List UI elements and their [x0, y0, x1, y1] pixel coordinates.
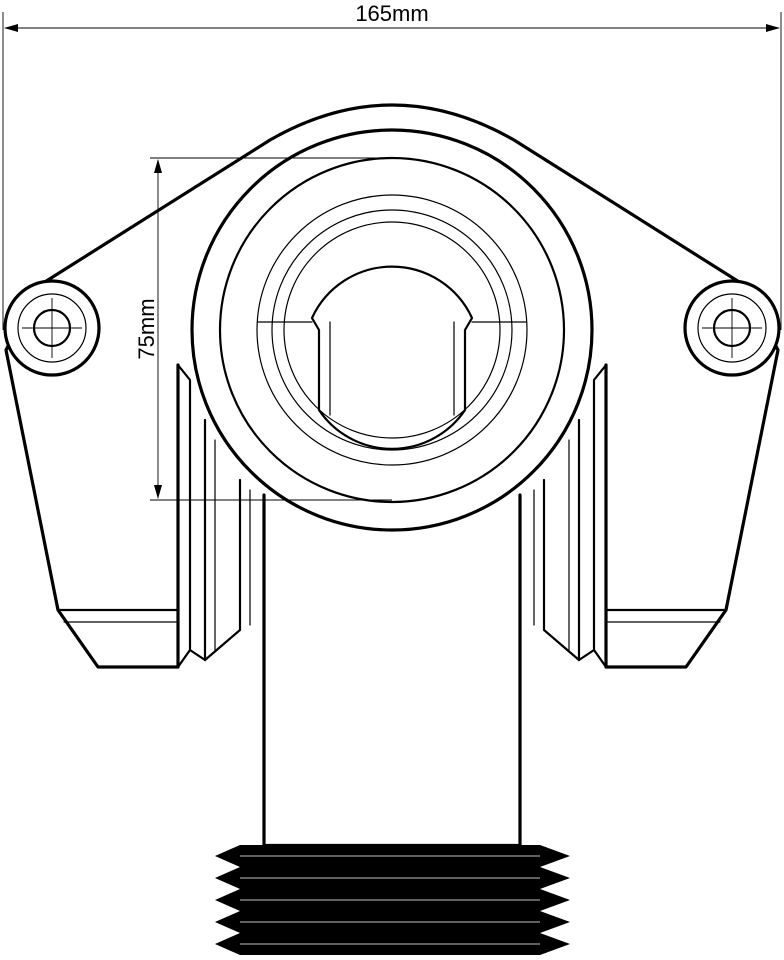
boss-ring-4	[271, 209, 513, 451]
width-dimension-label: 165mm	[355, 1, 428, 26]
pipe-walls	[262, 493, 522, 847]
width-arrow-left	[4, 24, 18, 32]
width-dimension: 165mm	[2, 1, 782, 330]
rib-right-outer	[592, 363, 608, 669]
boss-outer	[190, 128, 594, 532]
rib-right-foot	[577, 648, 596, 662]
height-arrow-bottom	[154, 485, 162, 499]
lug-ring-right	[697, 293, 767, 363]
height-arrow-top	[154, 159, 162, 173]
width-arrow-right	[766, 24, 780, 32]
rib-left-outer	[176, 363, 192, 669]
inner-port	[310, 265, 474, 450]
stem-pipe	[176, 363, 608, 847]
height-dimension-label: 75mm	[134, 298, 159, 359]
rib-left-foot	[188, 648, 207, 662]
screw-lug-left	[3, 279, 101, 377]
height-dimension: 75mm	[134, 157, 392, 501]
threaded-tail	[215, 845, 570, 955]
rib-left-3	[203, 478, 242, 662]
thread-highlights	[240, 855, 540, 945]
outlet-boss	[190, 128, 594, 532]
rib-right-3	[542, 478, 581, 662]
boss-ring-3	[256, 194, 528, 466]
lug-ring-left	[17, 293, 87, 363]
screw-lug-right	[683, 279, 781, 377]
boss-ring-5	[283, 221, 501, 439]
